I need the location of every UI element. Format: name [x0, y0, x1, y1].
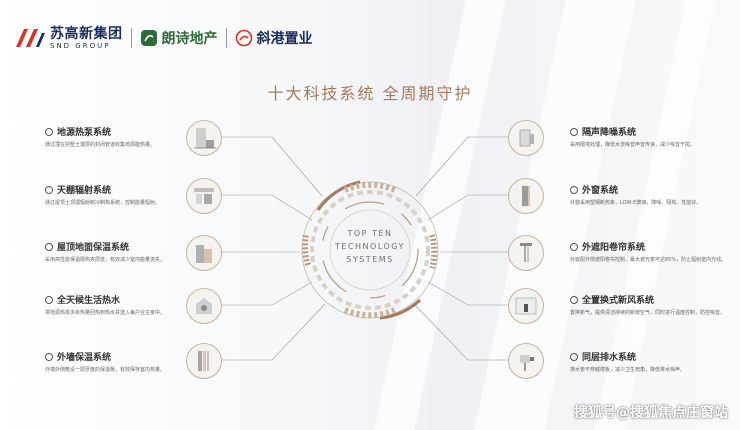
item-desc: 外墙外侧敷设一层厚度的保温板，有效保存室内热量。 [45, 367, 166, 373]
bullet-icon [45, 295, 53, 304]
roof-insulation-icon [186, 235, 222, 271]
right-item-5: 同层排水系统 排水管不穿越楼板，减少卫生死角，降低排水噪声。 [570, 350, 730, 374]
item-title: 同层排水系统 [582, 353, 637, 363]
bullet-icon [45, 352, 53, 361]
right-item-4: 全置换式新风系统 置换新气，提供清洁持续的新鲜空气，同时进行温度控制，防控噪音。 [570, 293, 730, 317]
center-label: TOP TEN TECHNOLOGY SYSTEMS [300, 228, 440, 266]
item-desc: 通过屋顶土顶埋辐射制冷制热系统，控制能量辐射。 [45, 200, 161, 206]
left-item-4: 全天候生活热水 将地源热泵多余热量回热到热水并送入每户业主家中。 [45, 293, 235, 317]
wall-insulation-icon [186, 343, 222, 379]
bullet-icon [570, 127, 578, 136]
item-title: 隔声降噪系统 [582, 128, 637, 138]
xiegang-logo-icon [235, 29, 252, 47]
center-line-2: TECHNOLOGY [335, 241, 405, 251]
bullet-icon [45, 185, 53, 194]
bullet-icon [570, 295, 578, 304]
brand3-name: 斜港置业 [256, 31, 313, 47]
item-desc: 外窗采用塑钢断热条，LOW-E玻璃，降噪、隔热、性能好。 [570, 200, 702, 206]
brand2-name: 朗诗地产 [161, 31, 218, 47]
brand2-logo: 朗诗地产 [140, 28, 218, 48]
item-desc: 外窗配外侧遮阳卷帘控制，最大遮光率可达85%，防止辐射室内光线。 [570, 257, 727, 263]
item-title: 全置换式新风系统 [582, 296, 655, 306]
item-title: 外墙保温系统 [57, 353, 112, 363]
brand3-logo: 斜港置业 [235, 28, 313, 48]
landsea-logo-icon [140, 30, 157, 46]
center-line-3: SYSTEMS [346, 254, 394, 264]
brand1-sub: SND GROUP [50, 41, 111, 50]
item-title: 外窗系统 [582, 186, 619, 196]
center-ring [301, 180, 439, 320]
fresh-air-icon [508, 288, 544, 324]
item-title: 天棚辐射系统 [57, 186, 112, 196]
window-icon [508, 178, 544, 214]
item-title: 全天候生活热水 [57, 296, 121, 306]
item-desc: 排水管不穿越楼板，减少卫生死角，降低排水噪声。 [570, 367, 686, 373]
bullet-icon [45, 242, 53, 251]
header: 苏高新集团 SND GROUP 朗诗地产 斜港置业 [14, 18, 313, 58]
item-title: 外遮阳卷帘系统 [582, 243, 646, 253]
watermark: 搜狐号@搜狐焦点庄窗站 [574, 405, 728, 421]
ceiling-radiation-icon [186, 178, 222, 214]
bullet-icon [570, 185, 578, 194]
bullet-icon [570, 352, 578, 361]
left-item-1: 地源热泵系统 通过埋在别墅土壤层的封闭管道收集地源能热量。 [45, 125, 235, 149]
right-item-3: 外遮阳卷帘系统 外窗配外侧遮阳卷帘控制，最大遮光率可达85%，防止辐射室内光线。 [570, 240, 730, 264]
right-item-2: 外窗系统 外窗采用塑钢断热条，LOW-E玻璃，降噪、隔热、性能好。 [570, 183, 730, 207]
shade-blind-icon [508, 235, 544, 271]
bullet-icon [45, 127, 53, 136]
left-item-3: 屋顶地面保温系统 采用高性能保温隔热夹层技，有效减少室内能量流失。 [45, 240, 235, 264]
bullet-icon [570, 242, 578, 251]
item-desc: 通过埋在别墅土壤层的封闭管道收集地源能热量。 [45, 142, 156, 148]
item-desc: 采用隔墙处理，降低水流噪音声音传递，减少噪音干扰。 [570, 142, 696, 148]
hot-water-icon [186, 288, 222, 324]
item-desc: 置换新气，提供清洁持续的新鲜空气，同时进行温度控制，防控噪音。 [570, 310, 726, 316]
item-title: 地源热泵系统 [57, 128, 112, 138]
item-title: 屋顶地面保温系统 [57, 243, 130, 253]
heat-pump-icon [186, 120, 222, 156]
center-line-1: TOP TEN [347, 229, 393, 238]
drainage-icon [508, 343, 544, 379]
item-desc: 采用高性能保温隔热夹层技，有效减少室内能量流失。 [45, 257, 166, 263]
left-item-2: 天棚辐射系统 通过屋顶土顶埋辐射制冷制热系统，控制能量辐射。 [45, 183, 235, 207]
divider [130, 28, 132, 48]
snd-logo-icon [16, 29, 45, 47]
brand1-name: 苏高新集团 [50, 25, 123, 42]
left-item-5: 外墙保温系统 外墙外侧敷设一层厚度的保温板，有效保存室内热量。 [45, 350, 235, 374]
soundproof-icon [508, 120, 544, 156]
brand1-logo: 苏高新集团 SND GROUP [14, 27, 123, 50]
page-title: 十大科技系统 全周期守护 [267, 84, 473, 103]
item-desc: 将地源热泵多余热量回热到热水并送入每户业主家中。 [45, 310, 166, 316]
divider [225, 28, 227, 48]
right-item-1: 隔声降噪系统 采用隔墙处理，降低水流噪音声音传递，减少噪音干扰。 [570, 125, 730, 149]
